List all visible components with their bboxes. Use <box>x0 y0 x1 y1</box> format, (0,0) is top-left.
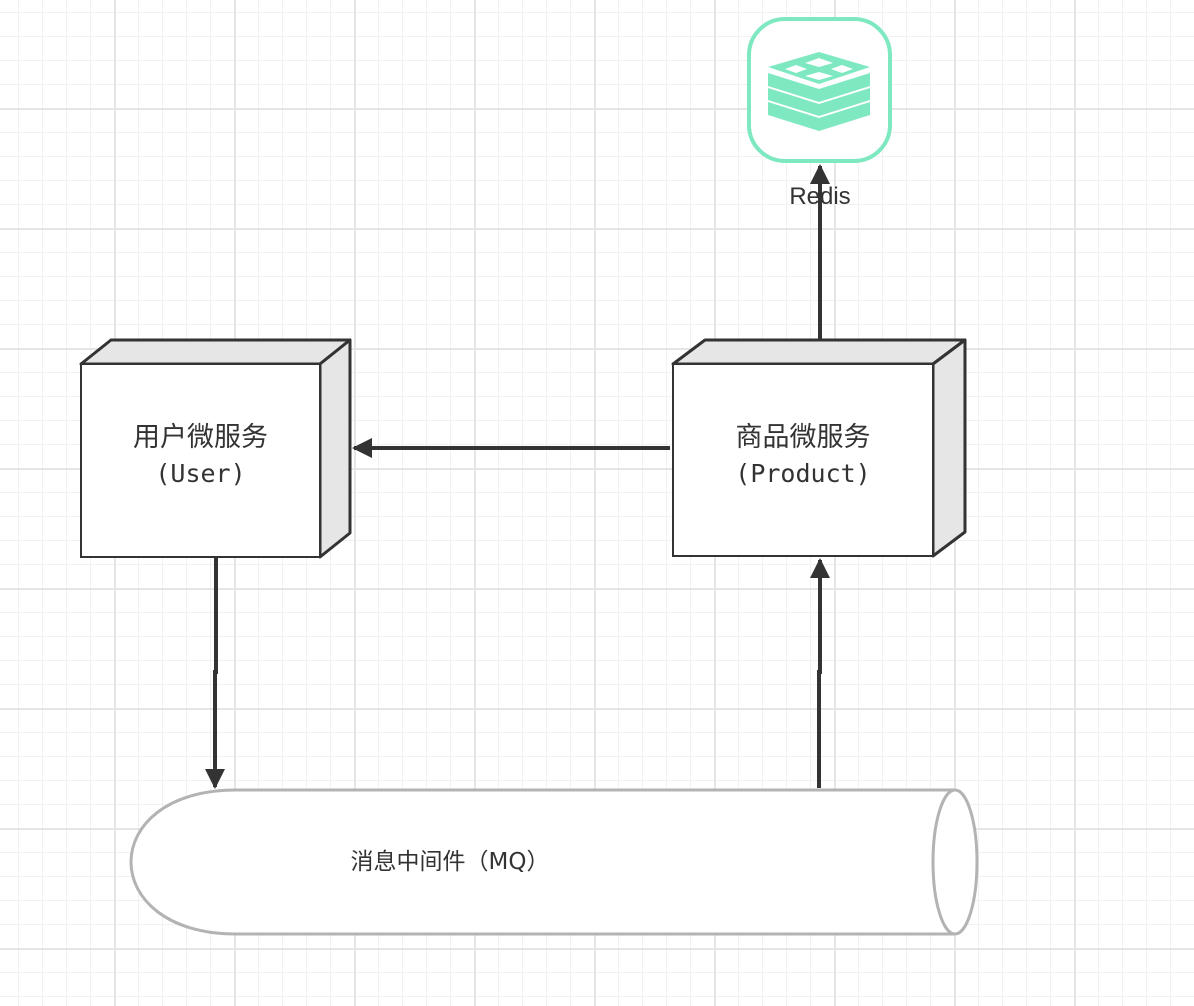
product-service-box-top <box>671 338 967 366</box>
edge-mq-to-product[interactable] <box>810 558 830 788</box>
user-service-box-top <box>79 338 352 366</box>
product-service-box-side <box>931 338 967 558</box>
mq-label: 消息中间件（MQ） <box>350 849 550 875</box>
product-service-label-cn: 商品微服务 <box>735 422 871 453</box>
user-service-box-side <box>318 338 352 559</box>
redis-node[interactable] <box>747 17 892 163</box>
redis-logo-icon <box>768 52 870 131</box>
product-service-box-front <box>672 363 934 557</box>
edge-user-to-mq[interactable] <box>205 557 225 789</box>
product-service-label-en: (Product) <box>735 459 871 488</box>
user-service-node[interactable] <box>79 338 352 559</box>
mq-node[interactable] <box>129 788 979 936</box>
product-service-node[interactable] <box>671 338 967 558</box>
user-service-label-en: (User) <box>155 459 246 488</box>
mq-cylinder-body <box>129 788 955 936</box>
user-service-label: 用户微服务 (User) <box>81 419 320 491</box>
mq-cylinder-end <box>931 788 979 936</box>
user-service-box-front <box>80 363 321 558</box>
user-service-label-cn: 用户微服务 <box>133 422 268 453</box>
product-service-label: 商品微服务 (Product) <box>673 419 933 491</box>
redis-label: Redis <box>789 183 851 210</box>
